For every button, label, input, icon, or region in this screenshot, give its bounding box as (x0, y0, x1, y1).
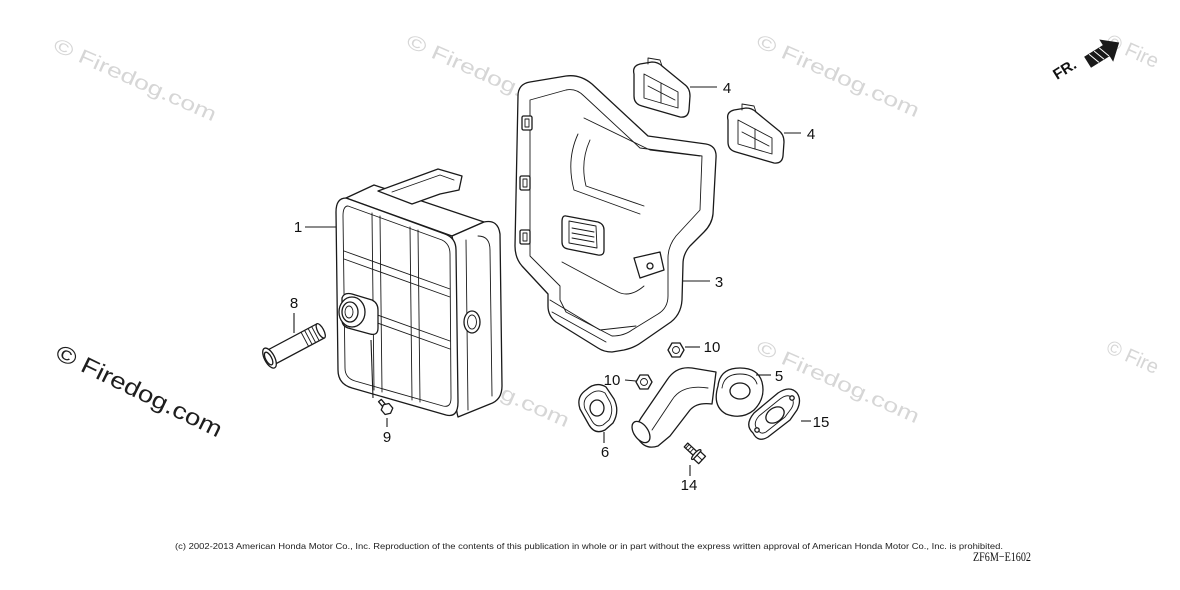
cover-panel (737, 119, 773, 155)
protector-outline (514, 75, 717, 353)
diagram-code: ZF6M−E1602 (973, 549, 1031, 564)
nut-part-10-upper (667, 342, 685, 358)
protector-slot (519, 229, 531, 245)
nut-hex (667, 342, 685, 358)
protector-mount-hole (646, 262, 654, 270)
nut-hex (635, 374, 653, 390)
direction-marker-label: FR. (1050, 56, 1080, 83)
protector-slot-inner (522, 232, 528, 242)
muffler-front-face (335, 197, 459, 417)
watermark-text: © Firedog.com (50, 34, 220, 126)
exhaust-pipe-contour (651, 386, 709, 431)
callout-labels: 1 3 4 4 5 6 8 9 10 10 14 15 (290, 80, 830, 494)
callout-label-15: 15 (813, 414, 830, 431)
muffler-front-rim (342, 205, 452, 407)
copyright-notice: (c) 2002-2013 American Honda Motor Co., … (175, 541, 1003, 551)
screw-part-9 (370, 339, 394, 416)
callout-label-6: 6 (601, 444, 609, 461)
bolt-head-edge (696, 454, 703, 461)
gasket-port (765, 406, 785, 424)
leader-lines (293, 86, 811, 476)
protector-inner-rim (529, 89, 703, 337)
cover-outline (632, 61, 691, 118)
protector-tongue-fold (549, 299, 637, 331)
cover-rib (647, 82, 676, 104)
tail-pipe-threads (300, 326, 320, 347)
protector-floor-edge (561, 261, 645, 295)
tail-pipe-part-8 (262, 323, 326, 369)
gasket-bolt-hole (754, 427, 760, 433)
tail-pipe-opening (263, 351, 274, 366)
callout-label-14: 14 (681, 477, 698, 494)
cover-rib (741, 128, 770, 150)
muffler-side-hole-inner (467, 314, 477, 330)
screw-head (380, 402, 394, 416)
nut-bore (640, 378, 648, 386)
gasket-inner-bead (583, 390, 613, 427)
callout-label-1: 1 (294, 219, 302, 236)
gasket-port (589, 399, 605, 417)
watermark-text-dark: © Firedog.com (52, 339, 227, 442)
nut-part-10-lower (635, 374, 653, 390)
protector-channel-inner (583, 139, 645, 207)
protector-tongue-edge (551, 311, 607, 343)
callout-label-10-lower: 10 (604, 372, 621, 389)
exhaust-pipe-part-5 (631, 367, 764, 448)
exhaust-flange-edge (721, 373, 758, 389)
muffler-part-1 (335, 168, 503, 418)
callout-label-3: 3 (715, 274, 723, 291)
bolt-threads (685, 444, 695, 453)
callout-label-4-lower: 4 (807, 126, 815, 143)
protector-window (561, 215, 605, 256)
cover-part-4-upper (632, 57, 691, 118)
protector-slot (521, 115, 533, 131)
gasket-part-6 (578, 383, 618, 433)
protector-slot (519, 175, 531, 191)
cover-outline (726, 107, 785, 164)
muffler-protector-part-3 (514, 75, 717, 353)
bolt-part-14 (683, 442, 707, 465)
callout-label-9: 9 (383, 429, 391, 446)
protector-slot-inner (522, 178, 528, 188)
exhaust-pipe-end (631, 420, 651, 444)
muffler-outlet-bore (344, 305, 354, 319)
protector-slot-inner (524, 118, 530, 128)
watermark-text-clipped: © Fire (1103, 336, 1162, 378)
callout-label-10-upper: 10 (704, 339, 721, 356)
protector-back-ridge (583, 117, 701, 157)
protector-channel (570, 133, 641, 215)
muffler-bracket-edge (391, 174, 455, 193)
exhaust-flange-port (729, 382, 751, 400)
callout-label-8: 8 (290, 295, 298, 312)
front-direction-arrow-icon (1084, 39, 1120, 68)
muffler-side-hole (463, 310, 481, 334)
muffler-rib-horizontal (343, 250, 451, 350)
cover-panel (643, 73, 679, 109)
screw-guide-line (370, 339, 374, 399)
leader-line-10-lower (624, 379, 637, 382)
gasket-part-15 (748, 388, 801, 440)
callout-label-4-upper: 4 (723, 80, 731, 97)
nut-bore (672, 346, 680, 354)
gasket-bolt-hole (789, 395, 795, 401)
muffler-mount-bracket (377, 168, 463, 205)
protector-window-inner (568, 220, 598, 249)
protector-window-grille (571, 227, 595, 243)
watermark-text: © Firedog.com (753, 30, 923, 122)
footer: (c) 2002-2013 American Honda Motor Co., … (175, 541, 1031, 564)
cover-tab (741, 103, 757, 113)
cover-tab (647, 57, 663, 67)
arrow-hatch (1088, 47, 1110, 63)
cover-part-4-lower (726, 103, 785, 164)
callout-label-5: 5 (775, 368, 783, 385)
muffler-outlet-opening (341, 301, 359, 323)
tail-pipe-end (315, 323, 326, 339)
